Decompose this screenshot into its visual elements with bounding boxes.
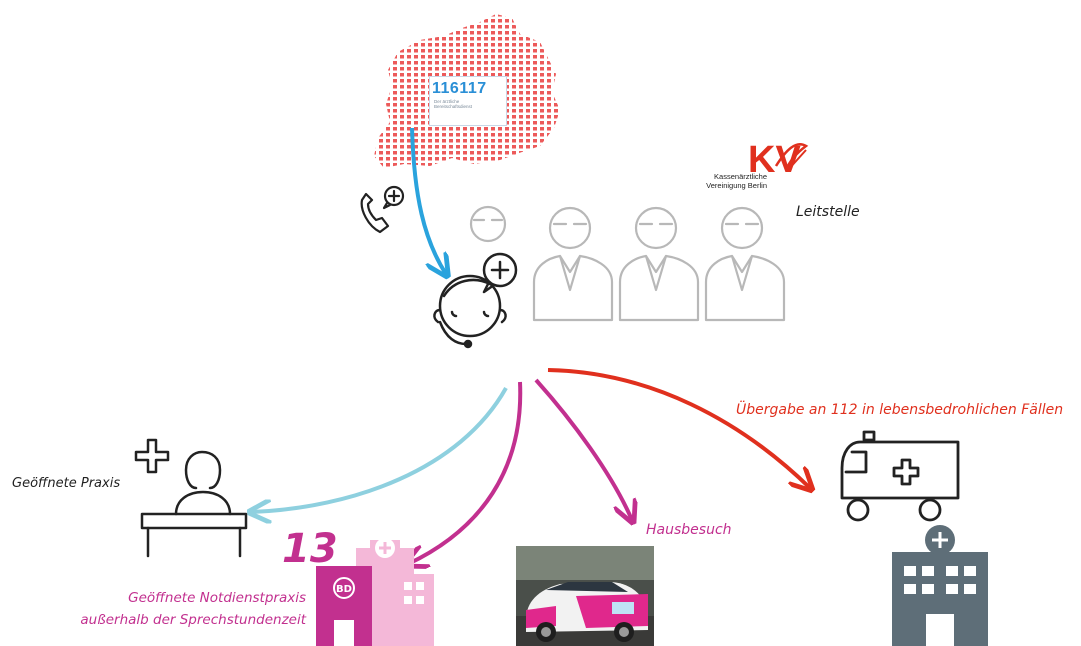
bd-badge-text: BD	[336, 584, 352, 595]
call-agent-headset-icon	[433, 252, 518, 349]
kv-name: Kassenärztliche Vereinigung Berlin	[663, 172, 767, 190]
house-visit-car-photo	[516, 546, 654, 646]
emergency-handover-label: Übergabe an 112 in lebensbedrohlichen Fä…	[736, 402, 1064, 418]
notdienst-label: Geöffnete Notdienstpraxis außerhalb der …	[80, 587, 306, 631]
hotline-number: 116117	[432, 80, 487, 97]
call-arrow	[410, 127, 446, 274]
leitstelle-label: Leitstelle	[796, 204, 860, 220]
open-practice-icon	[134, 438, 248, 558]
practice-count: 13	[282, 526, 338, 572]
hausbesuch-label: Hausbesuch	[646, 522, 732, 538]
hausbesuch-arrow	[534, 378, 632, 520]
kv-name-line2: Vereinigung Berlin	[706, 181, 767, 190]
kv-name-line1: Kassenärztliche	[714, 172, 767, 181]
ambulance-icon	[840, 430, 960, 522]
emergency-practice-building-icon: BD	[316, 538, 434, 646]
phone-call-icon	[360, 185, 405, 234]
notdienst-label-line1: Geöffnete Notdienstpraxis	[128, 590, 306, 606]
leitstelle-staff-icon	[469, 205, 786, 322]
praxis-arrow	[252, 387, 508, 512]
praxis-label: Geöffnete Praxis	[12, 476, 121, 491]
kv-logo-icon: KV	[748, 139, 809, 181]
hotline-subtitle: Der ärztliche Bereitschaftsdienst	[434, 99, 473, 109]
emergency-arrow	[547, 368, 810, 488]
hospital-icon	[892, 525, 988, 646]
hotline-card	[429, 76, 507, 126]
notdienst-label-line2: außerhalb der Sprechstundenzeit	[80, 612, 306, 628]
notdienst-arrow	[408, 381, 523, 564]
